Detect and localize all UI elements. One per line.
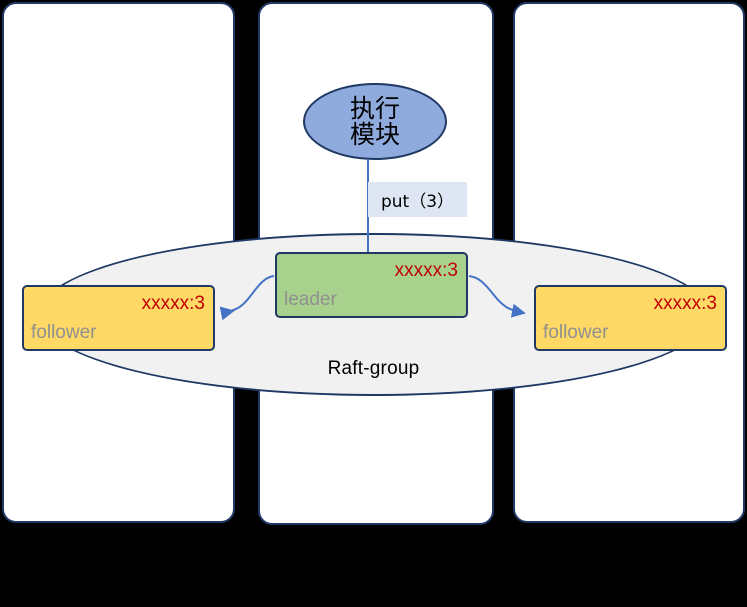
follower-left-replica-box[interactable]: xxxxx:3 follower bbox=[22, 285, 215, 351]
follower-right-replica-box[interactable]: xxxxx:3 follower bbox=[534, 285, 727, 351]
leader-role-label: leader bbox=[284, 289, 337, 310]
follower-left-kv-value: xxxxx:3 bbox=[141, 293, 205, 314]
put-operation-label: put（3） bbox=[368, 182, 467, 217]
execution-module-label-line2: 模块 bbox=[349, 119, 400, 149]
leader-kv-value: xxxxx:3 bbox=[394, 260, 458, 281]
follower-right-kv-value: xxxxx:3 bbox=[653, 293, 717, 314]
follower-left-role-label: follower bbox=[31, 322, 97, 343]
leader-replica-box[interactable]: xxxxx:3 leader bbox=[275, 252, 468, 318]
execution-module-ellipse: 执行 模块 bbox=[303, 83, 447, 160]
follower-right-role-label: follower bbox=[543, 322, 609, 343]
execution-module-label-line1: 执行 bbox=[349, 93, 400, 123]
raft-group-label: Raft-group bbox=[327, 358, 420, 379]
